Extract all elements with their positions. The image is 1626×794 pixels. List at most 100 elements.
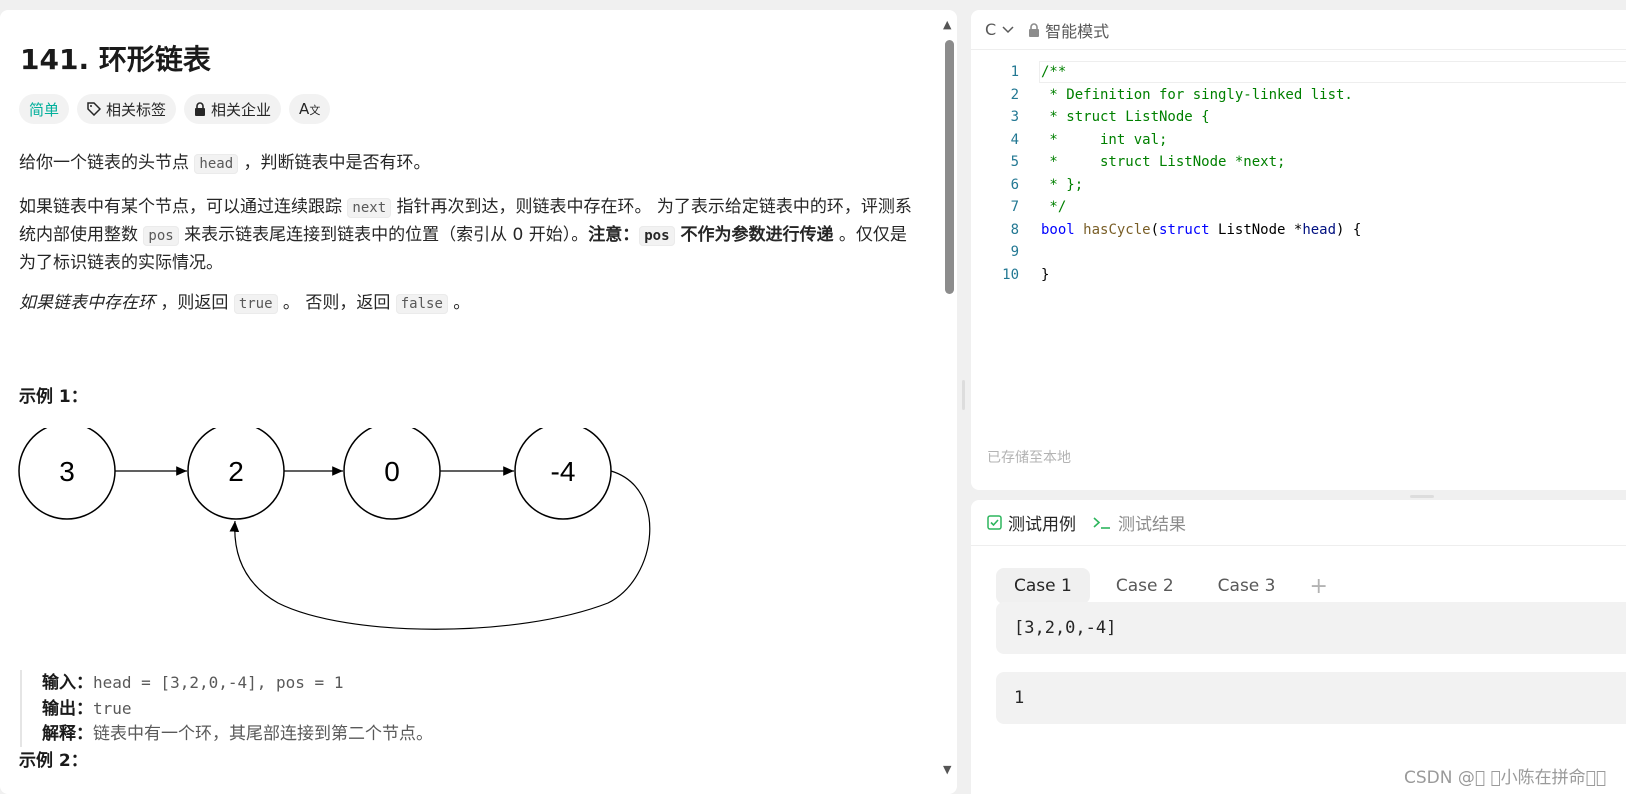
code-line[interactable]: 4 * int val; [971, 129, 1626, 152]
inline-code: pos [143, 226, 179, 246]
problem-panel: 141. 环形链表 简单 相关标签 相关企业 A文 给你一个链表的头节点 hea… [0, 10, 957, 794]
code-line[interactable]: 10} [971, 264, 1626, 287]
node-value: 2 [228, 456, 244, 487]
chevron-down-icon [1002, 25, 1014, 33]
desc-text: 来表示链表尾连接到链表中的位置（索引从 0 开始）。 [178, 225, 589, 245]
desc-text: 。仅仅是为了标识链表的实际情况。 [19, 225, 907, 273]
example-1-title: 示例 1： [19, 387, 88, 407]
code-line[interactable]: 8 bool hasCycle(struct ListNode *head) { [971, 219, 1626, 242]
inline-code: false [395, 294, 448, 314]
vertical-splitter[interactable] [957, 0, 971, 794]
tab-testcases[interactable]: 测试用例 [987, 510, 1076, 535]
io-output-value: true [93, 699, 132, 718]
code-text: } [1041, 266, 1050, 283]
code-line[interactable]: 6 * }; [971, 174, 1626, 197]
mode-label: 智能模式 [1045, 21, 1110, 41]
case-tab[interactable]: Case 1 [996, 568, 1090, 604]
translate-icon: A文 [299, 100, 321, 118]
horizontal-splitter[interactable] [1410, 495, 1434, 498]
editor-toolbar: C 智能模式 [971, 10, 1626, 50]
inline-code: next [347, 198, 392, 218]
current-line-highlight [1039, 61, 1626, 83]
translate-button[interactable]: A文 [289, 94, 331, 124]
splitter-grip[interactable] [962, 380, 965, 410]
tag-icon [87, 102, 102, 116]
case-tab[interactable]: Case 2 [1115, 576, 1174, 596]
testcase-input-pos[interactable]: 1 [996, 672, 1626, 724]
description-para-1: 给你一个链表的头节点 head ，判断链表中是否有环。 [19, 150, 919, 178]
diagram-node: -4 [514, 428, 612, 520]
code-text: */ [1041, 199, 1067, 216]
desc-text: 。 否则，返回 [277, 293, 396, 313]
code-line[interactable]: 1 /** [971, 61, 1626, 84]
scroll-down-arrow[interactable]: ▼ [943, 763, 952, 776]
diagram-cycle-arrow [229, 470, 651, 630]
diagram-node: 2 [187, 428, 285, 520]
line-number: 1 [1010, 64, 1019, 81]
test-panel: 测试用例 测试结果 Case 1 Case 2 Case 3 + [3,2,0,… [971, 500, 1626, 794]
code-line[interactable]: 7 */ [971, 196, 1626, 219]
line-number: 5 [1010, 154, 1019, 171]
code-text: bool hasCycle(struct ListNode *head) { [1041, 221, 1362, 238]
difficulty-tag[interactable]: 简单 [19, 94, 70, 124]
terminal-icon [1093, 517, 1110, 529]
note-label: 注意： [588, 225, 640, 245]
tab-testresults-label: 测试结果 [1118, 515, 1186, 535]
line-number: 9 [1010, 244, 1019, 261]
line-number: 3 [1010, 109, 1019, 126]
problem-title: 141. 环形链表 [20, 43, 211, 76]
io-input-value: head = [3,2,0,-4], pos = 1 [93, 673, 344, 692]
line-number: 8 [1010, 221, 1019, 238]
test-panel-header: 测试用例 测试结果 [971, 500, 1626, 546]
company-tags-button[interactable]: 相关企业 [184, 94, 282, 124]
desc-text: ，判断链表中是否有环。 [238, 153, 431, 173]
line-number: 6 [1010, 176, 1019, 193]
line-number: 7 [1010, 199, 1019, 216]
code-line[interactable]: 9 [971, 241, 1626, 264]
description-para-2: 如果链表中有某个节点，可以通过连续跟踪 next 指针再次到达，则链表中存在环。… [19, 194, 919, 277]
language-label: C [985, 20, 997, 39]
example-io-block: 输入：head = [3,2,0,-4], pos = 1 输出：true 解释… [20, 670, 433, 747]
io-explain-value: 链表中有一个环，其尾部连接到第二个节点。 [93, 724, 433, 744]
scrollbar-thumb[interactable] [945, 40, 954, 294]
desc-text: 给你一个链表的头节点 [19, 153, 195, 173]
io-output-label: 输出： [42, 699, 93, 719]
code-text: * struct ListNode *next; [1041, 154, 1286, 171]
io-explain-row: 解释：链表中有一个环，其尾部连接到第二个节点。 [42, 722, 433, 747]
case-tab[interactable]: Case 3 [1217, 576, 1276, 596]
line-number: 4 [1010, 131, 1019, 148]
scroll-up-arrow[interactable]: ▲ [943, 18, 952, 31]
lock-icon [195, 102, 206, 116]
desc-text: ，则返回 [155, 293, 234, 313]
topic-tags-label: 相关标签 [106, 100, 167, 119]
inline-code: true [233, 294, 278, 314]
add-case-button[interactable]: + [1309, 573, 1328, 599]
line-number: 10 [1002, 266, 1019, 283]
code-text: /** [1041, 64, 1067, 81]
io-explain-label: 解释： [42, 724, 93, 744]
io-output-row: 输出：true [42, 696, 433, 722]
topic-tags-button[interactable]: 相关标签 [77, 94, 177, 124]
node-value: -4 [551, 456, 576, 487]
code-area[interactable]: 1 /** 2 * Definition for singly-linked li… [971, 61, 1626, 286]
diagram-node: 3 [18, 428, 116, 520]
tab-testresults[interactable]: 测试结果 [1092, 510, 1186, 535]
linked-list-diagram: 3 2 0 -4 [18, 428, 651, 630]
desc-text: 如果链表中有某个节点，可以通过连续跟踪 [19, 197, 348, 217]
description-para-3: 如果链表中存在环 ，则返回 true 。 否则，返回 false 。 [19, 290, 919, 318]
example-2-title: 示例 2： [19, 751, 88, 771]
code-line[interactable]: 3 * struct ListNode { [971, 106, 1626, 129]
diagram-node: 0 [343, 428, 441, 520]
inline-code: pos [639, 226, 675, 246]
saved-status: 已存储至本地 [987, 450, 1071, 466]
desc-text: 指针再次到达，则链表中存在环。 为了表示给定链表中的环，评测系统内部使用整数 [19, 197, 912, 245]
smart-mode-toggle[interactable]: 智能模式 [1028, 18, 1109, 42]
tag-row: 简单 相关标签 相关企业 A文 [19, 94, 331, 124]
testcase-input-head[interactable]: [3,2,0,-4] [996, 602, 1626, 654]
case-tabs: Case 1 Case 2 Case 3 + [996, 568, 1328, 604]
code-line[interactable]: 2 * Definition for singly-linked list. [971, 84, 1626, 107]
checkbox-icon [987, 515, 1002, 530]
line-number: 2 [1010, 86, 1019, 103]
language-selector[interactable]: C [985, 20, 1014, 39]
code-line[interactable]: 5 * struct ListNode *next; [971, 151, 1626, 174]
